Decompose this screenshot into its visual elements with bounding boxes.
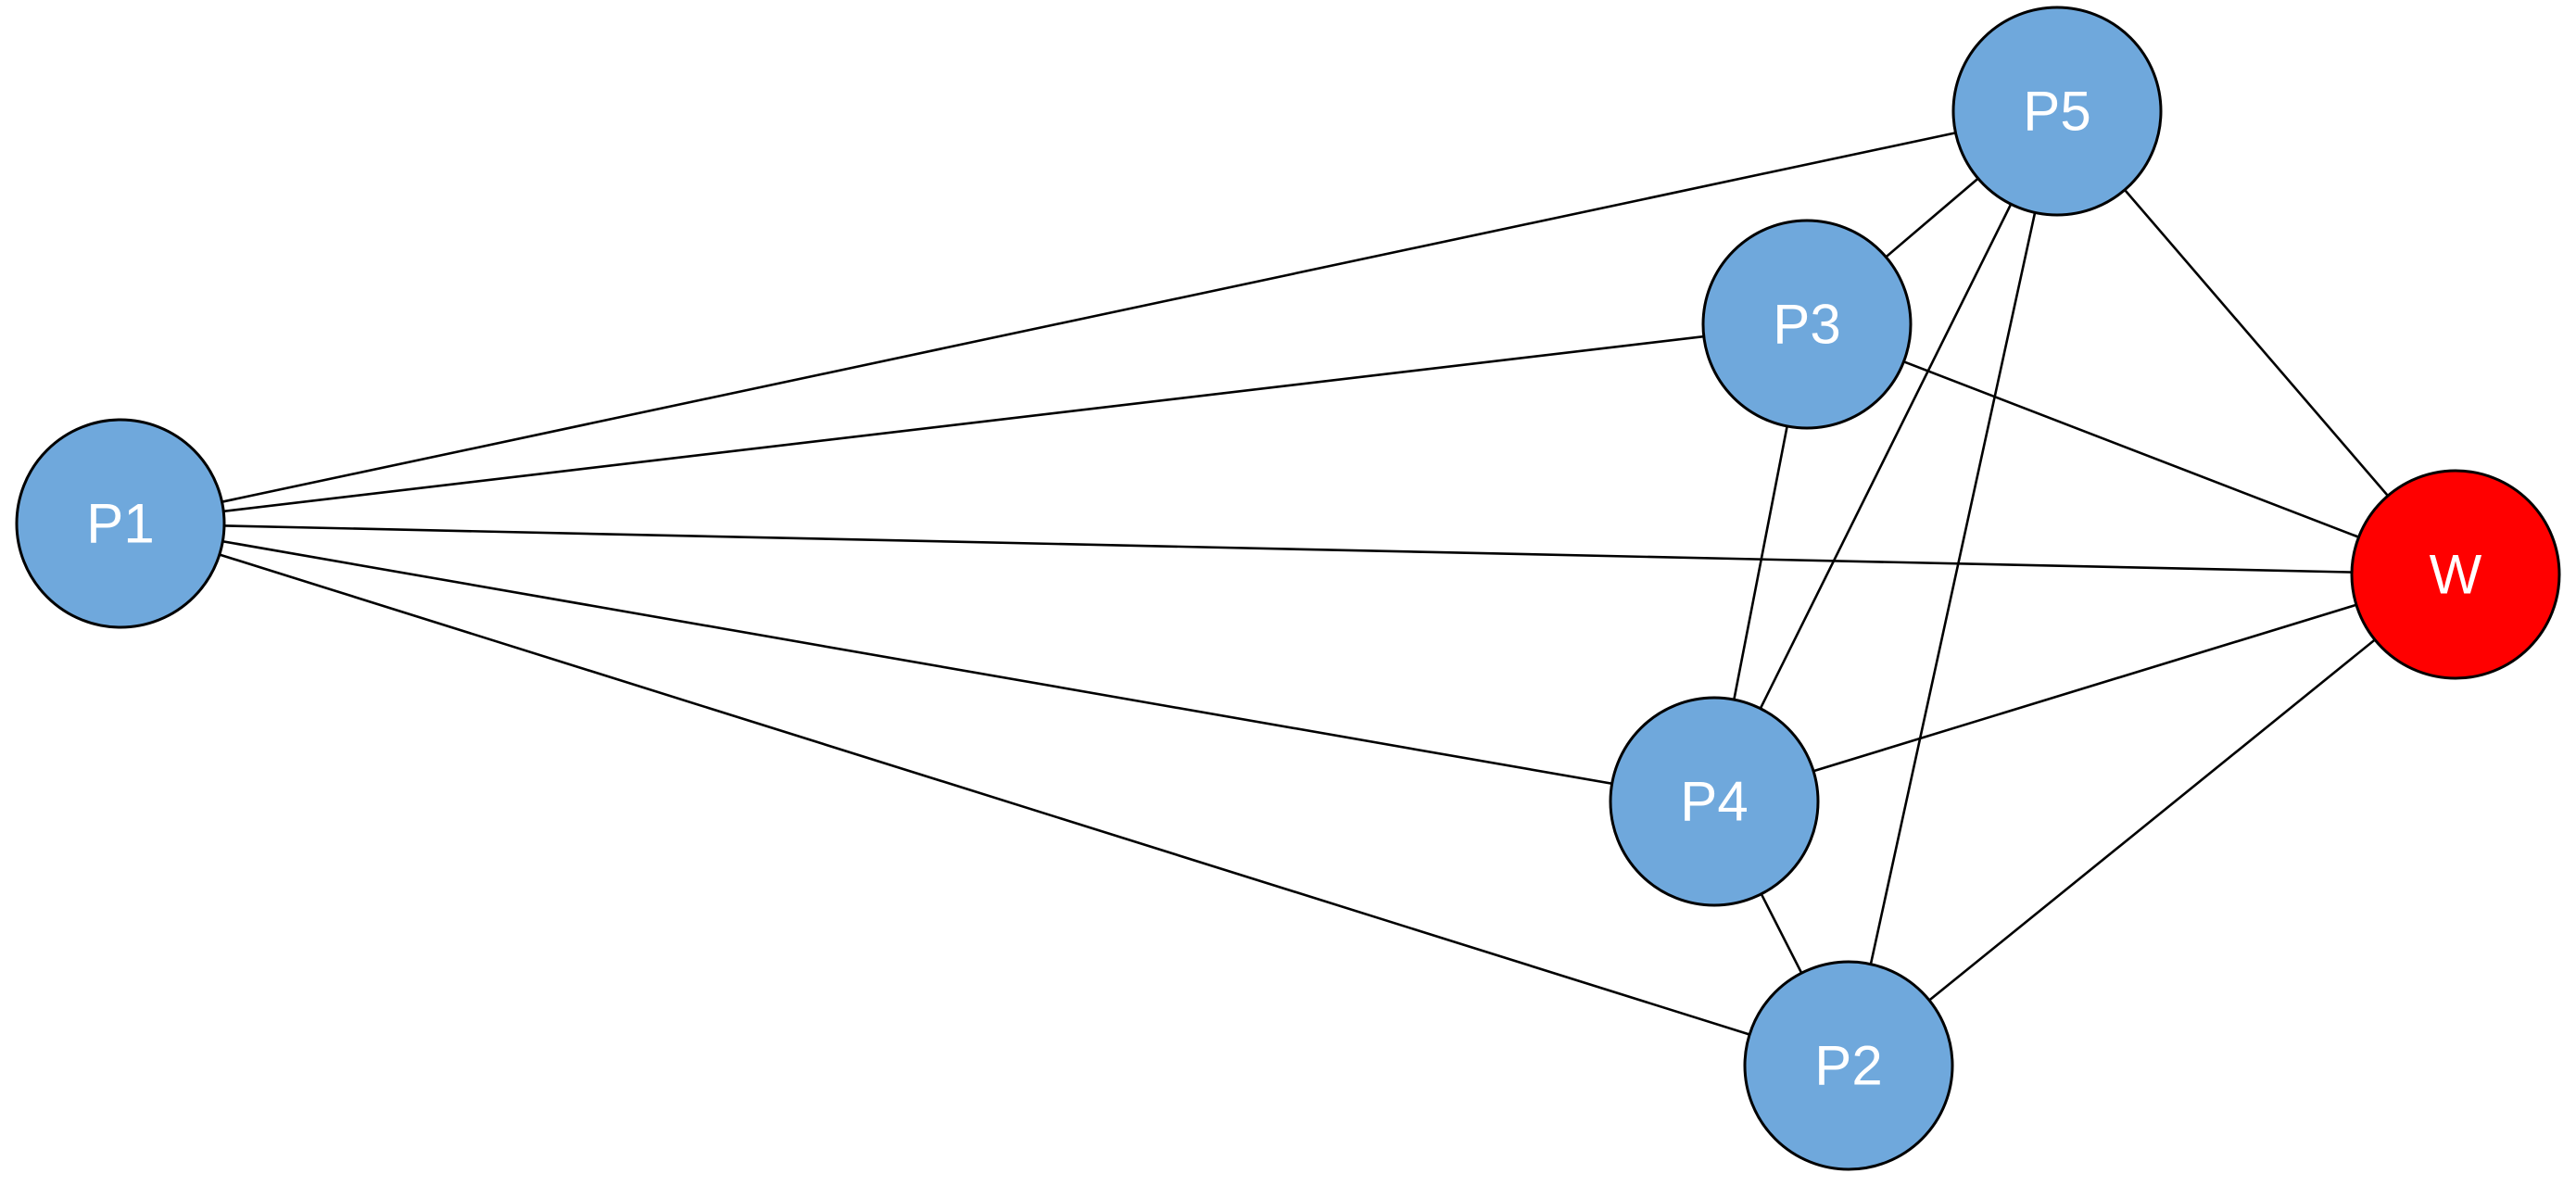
edge-p5-p4 <box>1712 110 2059 802</box>
node-p2: P2 <box>1743 960 1954 1171</box>
node-label-p3: P3 <box>1773 294 1840 356</box>
node-circle-p4 <box>1609 696 1820 907</box>
node-circle-p3 <box>1701 219 1913 430</box>
node-label-p2: P2 <box>1814 1035 1882 1097</box>
node-circle-p1 <box>15 418 226 629</box>
edge-p3-w <box>1806 322 2456 576</box>
edge-p2-w <box>1848 573 2456 1067</box>
edge-p1-p4 <box>120 522 1715 803</box>
edges-layer <box>120 109 2456 1067</box>
node-p5: P5 <box>1951 6 2163 217</box>
edge-p4-w <box>1713 573 2456 803</box>
node-p3: P3 <box>1701 219 1913 430</box>
node-circle-p5 <box>1951 6 2163 217</box>
node-circle-w <box>2350 469 2561 680</box>
edge-p1-p3 <box>120 322 1808 525</box>
node-w: W <box>2350 469 2561 680</box>
node-p4: P4 <box>1609 696 1820 907</box>
node-label-p4: P4 <box>1680 771 1748 833</box>
node-circle-p2 <box>1743 960 1954 1171</box>
edge-p1-p5 <box>120 109 2058 525</box>
node-label-p5: P5 <box>2023 81 2090 143</box>
node-p1: P1 <box>15 418 226 629</box>
edge-p1-p2 <box>120 522 1850 1067</box>
node-label-w: W <box>2430 544 2482 606</box>
edge-p1-w <box>120 522 2456 576</box>
node-label-p1: P1 <box>86 493 154 555</box>
edge-p5-p2 <box>1847 110 2059 1066</box>
